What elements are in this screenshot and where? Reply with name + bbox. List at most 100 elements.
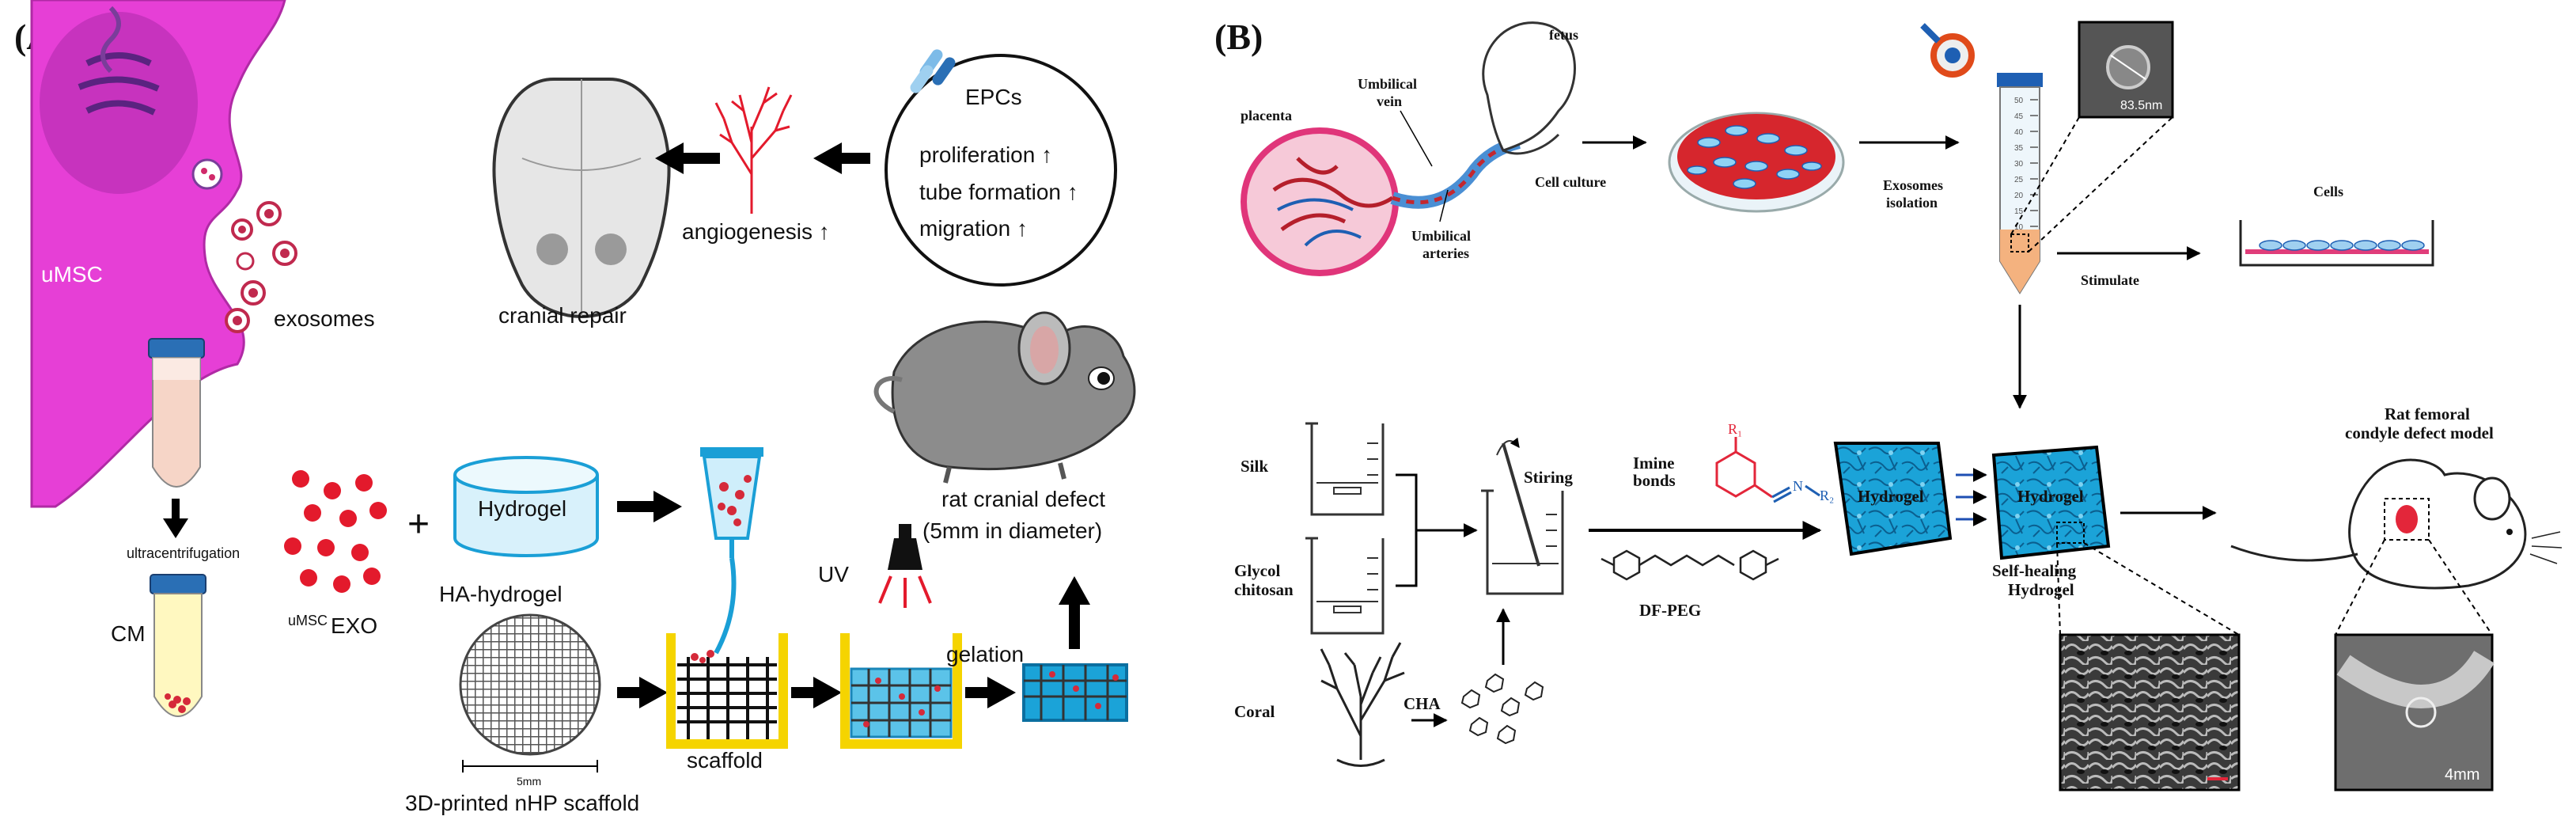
exosomes-isolation-2: isolation xyxy=(1886,195,1938,211)
ha-hydrogel-label: HA-hydrogel xyxy=(439,582,563,606)
beaker-stirring-icon xyxy=(1481,437,1564,595)
cell-culture-label: Cell culture xyxy=(1535,174,1606,190)
self-healing-1: Self-healing xyxy=(1992,561,2077,580)
coral-label: Coral xyxy=(1234,702,1275,721)
scale-4mm: 4mm xyxy=(2445,766,2479,784)
placenta-label: placenta xyxy=(1241,108,1292,123)
rat-model-1: Rat femoral xyxy=(2385,404,2470,423)
exo-label: EXO xyxy=(331,613,377,638)
r1-label: R₁ xyxy=(1728,421,1742,437)
uv-lamp-icon xyxy=(878,524,932,608)
cm-label: CM xyxy=(111,621,146,646)
vessel-tree-icon xyxy=(714,86,793,214)
panel-b: (B) placenta Umbilical vein Umbilical ar… xyxy=(1214,17,2563,792)
df-peg-label: DF-PEG xyxy=(1639,601,1701,620)
tube-cm-icon xyxy=(150,574,206,717)
exo-superscript: uMSC xyxy=(288,613,328,628)
angiogenesis-label: angiogenesis ↑ xyxy=(682,219,830,244)
scaffold-caption: 3D-printed nHP scaffold xyxy=(405,791,639,815)
umbilical-vein-2: vein xyxy=(1377,93,1402,109)
tube-formation-label: tube formation ↑ xyxy=(919,180,1078,204)
imine-structure xyxy=(1715,437,1820,503)
epcs-label: EPCs xyxy=(965,85,1022,109)
epc-cells-icon xyxy=(910,49,956,93)
tube-tick-label: 30 xyxy=(2014,160,2024,169)
rat-defect-line1: rat cranial defect xyxy=(941,487,1105,511)
exo-cluster xyxy=(284,470,387,593)
tube-tick-label: 35 xyxy=(2014,144,2024,153)
tube-tick-label: 45 xyxy=(2014,112,2024,121)
ultracentrifugation-label: ultracentrifugation xyxy=(127,545,240,561)
rat-icon xyxy=(873,311,1136,484)
uv-container xyxy=(840,633,962,749)
cha-label: CHA xyxy=(1404,694,1441,713)
nhp-scaffold-disk xyxy=(459,613,601,756)
tube-tick-label: 25 xyxy=(2014,176,2024,184)
syringe-filter-icon xyxy=(1920,23,1975,78)
hydrogel-block-left xyxy=(1833,442,1953,556)
glycol-label-1: Glycol xyxy=(1234,561,1280,580)
gelation-label: gelation xyxy=(946,642,1024,666)
skull-icon xyxy=(492,78,671,319)
hydrogel-left-label: Hydrogel xyxy=(1858,487,1924,506)
hydrogel-block-right xyxy=(1991,445,2111,560)
syringe-icon xyxy=(700,447,763,655)
xray-image xyxy=(2334,633,2494,792)
hydrogel-label: Hydrogel xyxy=(478,496,566,521)
scale-5mm: 5mm xyxy=(517,775,541,788)
cranial-repair-label: cranial repair xyxy=(498,303,627,328)
umbilical-cord xyxy=(1390,136,1521,209)
tube-tick-label: 15 xyxy=(2014,207,2024,216)
glycol-label-2: chitosan xyxy=(1234,580,1294,599)
umbilical-arteries-1: Umbilical xyxy=(1411,228,1471,244)
imine-label-2: bonds xyxy=(1633,471,1676,490)
gel-product xyxy=(1022,663,1128,722)
proliferation-label: proliferation ↑ xyxy=(919,142,1052,167)
rat-model-2: condyle defect model xyxy=(2345,423,2494,442)
tube-tick-label: 40 xyxy=(2014,128,2024,137)
cells-label: Cells xyxy=(2313,184,2343,199)
beaker-silk-icon xyxy=(1305,422,1385,516)
tube-tick-label: 20 xyxy=(2014,192,2024,200)
tem-image xyxy=(2078,21,2174,119)
self-healing-2: Hydrogel xyxy=(2008,580,2074,599)
panel-a: (A) uMSC exosomes xyxy=(14,0,1136,815)
centrifuge-tube-icon: 50 45 40 35 30 25 20 15 10 xyxy=(1997,73,2043,294)
coral-icon xyxy=(1320,642,1405,767)
epcs-circle xyxy=(885,54,1117,287)
stimulate-label: Stimulate xyxy=(2081,272,2139,288)
exosomes-label: exosomes xyxy=(274,306,375,331)
n-label: N xyxy=(1793,478,1803,494)
imine-label-1: Imine xyxy=(1633,454,1675,473)
plus-sign: + xyxy=(407,503,430,545)
cha-particles xyxy=(1460,673,1544,745)
placenta-icon xyxy=(1241,127,1399,276)
tube-tick-label: 50 xyxy=(2014,97,2024,105)
rat-defect-line2: (5mm in diameter) xyxy=(922,518,1102,543)
migration-label: migration ↑ xyxy=(919,216,1028,241)
petri-dish-icon xyxy=(1668,112,1845,213)
hydrogel-right-label: Hydrogel xyxy=(2017,487,2084,506)
scaffold-container xyxy=(666,633,788,749)
df-peg-structure xyxy=(1601,549,1779,581)
bonding-arrows xyxy=(1956,468,1987,526)
r2-label: R₂ xyxy=(1820,488,1834,503)
sem-image xyxy=(2059,633,2241,792)
stiring-label: Stiring xyxy=(1524,468,1573,487)
umbilical-arteries-2: arteries xyxy=(1422,245,1469,261)
umsc-cell xyxy=(30,0,286,508)
scaffold-label: scaffold xyxy=(687,748,763,773)
uv-label: UV xyxy=(818,562,849,587)
tube-tick-label: 10 xyxy=(2014,223,2024,232)
hydrogel-cylinder-icon xyxy=(453,456,599,557)
umbilical-vein-1: Umbilical xyxy=(1358,76,1417,92)
size-label: 83.5nm xyxy=(2120,99,2162,112)
rat-femoral-icon xyxy=(2230,458,2563,590)
exosome-particles xyxy=(225,201,297,333)
fetus-label: fetus xyxy=(1549,27,1578,43)
fetus-icon xyxy=(1482,21,1576,155)
exosomes-isolation-1: Exosomes xyxy=(1883,177,1943,193)
silk-label: Silk xyxy=(1241,457,1268,476)
umsc-label: uMSC xyxy=(41,262,103,287)
